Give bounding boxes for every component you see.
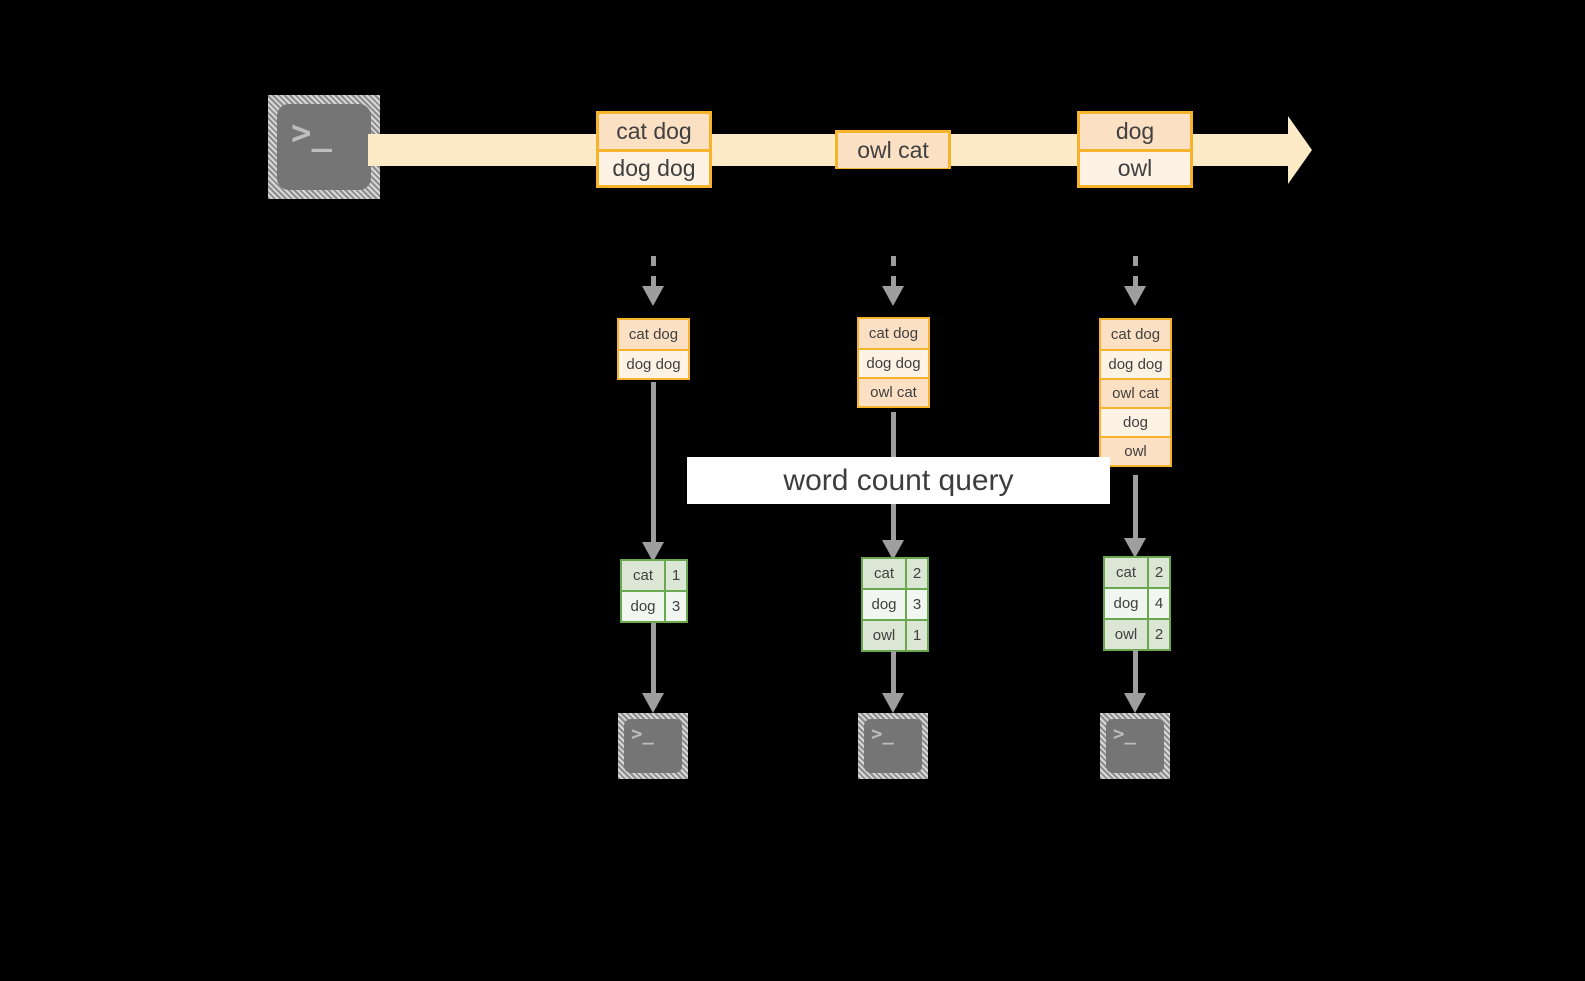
count-cell: 3	[664, 592, 686, 621]
terminal-body: >_	[864, 719, 922, 773]
terminal-body: >_	[1106, 719, 1164, 773]
stack-line: dog dog	[859, 348, 928, 377]
connector-arrow-head-icon	[642, 693, 664, 713]
dashed-connector	[891, 256, 896, 286]
stack-line: dog	[1101, 407, 1170, 436]
connector-arrow-head-icon	[642, 286, 664, 306]
result-to-sink-connector	[651, 623, 656, 693]
connector-arrow-head-icon	[1124, 693, 1146, 713]
stack-line: owl cat	[859, 377, 928, 406]
count-cell: 4	[1147, 589, 1169, 618]
count-cell: 1	[664, 561, 686, 590]
table-row: dog 3	[622, 590, 686, 621]
connector-arrow-head-icon	[1124, 538, 1146, 558]
table-row: dog 4	[1105, 587, 1169, 618]
accumulated-stack-3: cat dog dog dog owl cat dog owl	[1099, 318, 1172, 467]
result-table-1: cat 1 dog 3	[620, 559, 688, 623]
stack-line: dog dog	[619, 349, 688, 378]
dashed-connector	[1133, 256, 1138, 286]
table-row: dog 3	[863, 588, 927, 619]
terminal-body: >_	[277, 104, 371, 190]
count-cell: 2	[1147, 558, 1169, 587]
record-line: cat dog	[599, 114, 709, 149]
stack-line: cat dog	[619, 320, 688, 349]
word-cell: cat	[622, 561, 664, 590]
word-cell: dog	[622, 592, 664, 621]
result-to-sink-connector	[891, 651, 896, 693]
accumulated-stack-2: cat dog dog dog owl cat	[857, 317, 930, 408]
accumulated-stack-1: cat dog dog dog	[617, 318, 690, 380]
dashed-connector	[651, 256, 656, 286]
record-line: dog	[1080, 114, 1190, 149]
sink-terminal-icon-3: >_	[1100, 713, 1170, 779]
table-row: cat 2	[863, 559, 927, 588]
count-cell: 3	[905, 590, 927, 619]
stack-line: owl cat	[1101, 378, 1170, 407]
result-to-sink-connector	[1133, 650, 1138, 693]
word-cell: cat	[863, 559, 905, 588]
stream-record-batch-1: cat dog dog dog	[596, 111, 712, 188]
count-cell: 2	[905, 559, 927, 588]
stack-to-result-connector	[651, 382, 656, 542]
table-row: cat 2	[1105, 558, 1169, 587]
table-row: owl 1	[863, 619, 927, 650]
stream-record-batch-3: dog owl	[1077, 111, 1193, 188]
connector-arrow-head-icon	[642, 542, 664, 562]
result-table-3: cat 2 dog 4 owl 2	[1103, 556, 1171, 651]
count-cell: 2	[1147, 620, 1169, 649]
sink-terminal-icon-1: >_	[618, 713, 688, 779]
record-line: owl cat	[838, 133, 948, 168]
count-cell: 1	[905, 621, 927, 650]
terminal-prompt-glyph: >_	[1113, 723, 1136, 745]
query-banner-label: word count query	[783, 463, 1014, 497]
terminal-body: >_	[624, 719, 682, 773]
table-row: owl 2	[1105, 618, 1169, 649]
stack-line: owl	[1101, 436, 1170, 465]
terminal-prompt-glyph: >_	[871, 723, 894, 745]
record-line: owl	[1080, 149, 1190, 184]
word-cell: cat	[1105, 558, 1147, 587]
table-row: cat 1	[622, 561, 686, 590]
word-cell: dog	[863, 590, 905, 619]
word-cell: dog	[1105, 589, 1147, 618]
terminal-prompt-glyph: >_	[291, 113, 332, 153]
connector-arrow-head-icon	[882, 286, 904, 306]
stack-to-result-connector	[1133, 475, 1138, 538]
record-line: dog dog	[599, 149, 709, 184]
connector-arrow-head-icon	[1124, 286, 1146, 306]
terminal-prompt-glyph: >_	[631, 723, 654, 745]
stream-record-batch-2: owl cat	[835, 130, 951, 169]
word-cell: owl	[863, 621, 905, 650]
stream-arrow-head-icon	[1288, 116, 1312, 184]
word-cell: owl	[1105, 620, 1147, 649]
query-banner: word count query	[687, 457, 1110, 504]
result-table-2: cat 2 dog 3 owl 1	[861, 557, 929, 652]
source-terminal-icon: >_	[268, 95, 380, 199]
stack-line: cat dog	[859, 319, 928, 348]
stack-line: dog dog	[1101, 349, 1170, 378]
connector-arrow-head-icon	[882, 540, 904, 560]
sink-terminal-icon-2: >_	[858, 713, 928, 779]
connector-arrow-head-icon	[882, 693, 904, 713]
stack-line: cat dog	[1101, 320, 1170, 349]
